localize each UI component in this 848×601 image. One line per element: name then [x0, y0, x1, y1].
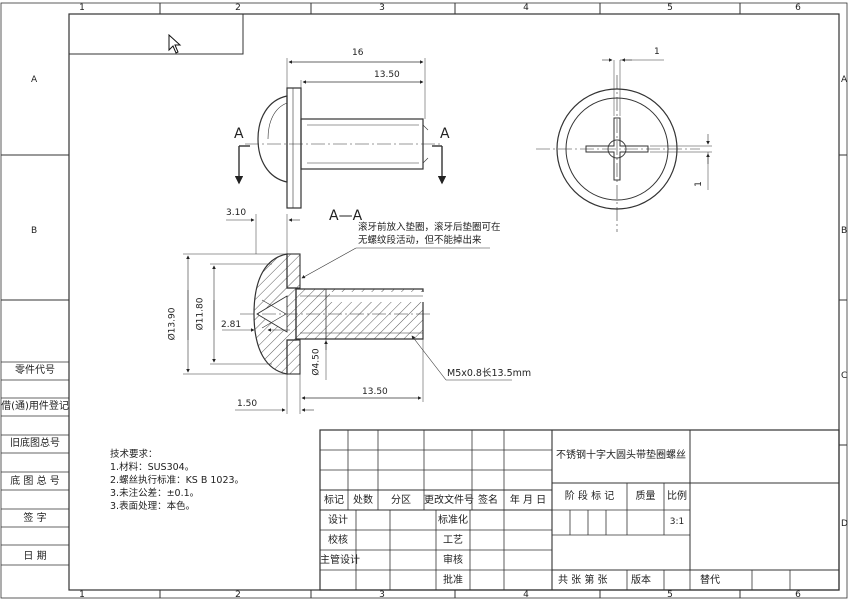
note-line-1: 滚牙前放入垫圈，滚牙后垫圈可在 — [358, 222, 501, 233]
note-line-2: 无螺纹段活动，但不能掉出来 — [358, 235, 482, 246]
tech-req-item: 3.表面处理：本色。 — [110, 501, 196, 512]
zone-right-a: A — [841, 75, 848, 85]
left-panel-part-code: 零件代号 — [15, 365, 55, 376]
zone-top-4: 4 — [523, 3, 529, 13]
cut-mark-left: A — [234, 126, 244, 142]
tech-req-item: 2.螺丝执行标准：KS B 1023。 — [110, 475, 245, 486]
left-panel-grid — [1, 361, 69, 566]
front-view — [234, 58, 447, 209]
zone-top-6: 6 — [795, 3, 801, 13]
tech-req-item: 3.未注公差：±0.1。 — [110, 488, 200, 499]
zone-bottom-5: 5 — [667, 590, 673, 600]
replace-label: 替代 — [700, 575, 720, 586]
mass-label: 质量 — [635, 491, 656, 502]
rev-header-sign: 签名 — [478, 495, 498, 506]
dim-overall: 16 — [352, 48, 364, 58]
dim-small-side: 1 — [693, 181, 704, 187]
row-standardization: 标准化 — [438, 515, 468, 526]
row-process: 工艺 — [443, 535, 463, 546]
zone-bottom-3: 3 — [379, 590, 385, 600]
mouse-cursor-icon — [168, 34, 182, 54]
rev-header-date: 年 月 日 — [509, 495, 547, 506]
scale-label: 比例 — [667, 491, 687, 502]
zone-left-a: A — [31, 75, 38, 85]
rev-header-doc: 更改文件号 — [424, 495, 474, 506]
zone-bottom-1: 1 — [79, 590, 85, 600]
left-panel-old-drawing: 旧底图总号 — [10, 438, 60, 449]
rev-header-count: 处数 — [353, 495, 373, 506]
cut-mark-right: A — [440, 126, 450, 142]
zone-bottom-6: 6 — [795, 590, 801, 600]
zone-right-c: C — [841, 371, 848, 381]
left-panel-signature: 签 字 — [23, 513, 47, 524]
sheet-info: 共 张 第 张 — [558, 575, 608, 586]
stage-label: 阶 段 标 记 — [564, 491, 615, 502]
left-panel-date: 日 期 — [23, 551, 47, 562]
scale-value: 3:1 — [669, 517, 685, 527]
row-review: 审核 — [443, 555, 463, 566]
zone-right-b: B — [841, 226, 848, 236]
zone-left-b: B — [31, 226, 38, 236]
section-view — [183, 214, 512, 414]
zone-bottom-2: 2 — [235, 590, 241, 600]
row-approve: 批准 — [443, 575, 463, 586]
row-design: 设计 — [328, 515, 348, 526]
rev-header-mark: 标记 — [324, 495, 344, 506]
zone-top-2: 2 — [235, 3, 241, 13]
left-panel-base-drawing: 底 图 总 号 — [10, 476, 60, 487]
rev-header-zone: 分区 — [391, 495, 411, 506]
zone-top-1: 1 — [79, 3, 85, 13]
dim-small-top: 1 — [654, 47, 660, 57]
tech-req-title: 技术要求： — [110, 449, 158, 460]
dim-depth: 2.81 — [221, 320, 242, 330]
part-name: 不锈钢十字大圆头带垫圈螺丝 — [556, 450, 686, 461]
row-check: 校核 — [328, 535, 348, 546]
dim-head-height: 3.10 — [226, 208, 247, 218]
zone-top-3: 3 — [379, 3, 385, 13]
dim-shank-bottom: 13.50 — [362, 387, 388, 397]
dim-washer-diameter: Ø11.80 — [195, 297, 206, 331]
dim-shank-diameter: Ø4.50 — [311, 348, 322, 376]
left-panel-borrowed: 借(通)用件登记 — [1, 401, 69, 412]
zone-top-5: 5 — [667, 3, 673, 13]
zone-bottom-4: 4 — [523, 590, 529, 600]
dim-thread: M5x0.8长13.5mm — [447, 368, 532, 379]
version-label: 版本 — [631, 575, 651, 586]
dim-head-diameter: Ø13.90 — [167, 307, 178, 341]
tech-req-item: 1.材料：SUS304。 — [110, 462, 195, 473]
dim-washer-thickness: 1.50 — [237, 399, 258, 409]
section-label: A—A — [329, 208, 363, 224]
title-block — [319, 429, 840, 591]
end-view — [536, 58, 712, 232]
zone-right-d: D — [841, 519, 848, 529]
row-chief-design: 主管设计 — [320, 555, 360, 566]
dim-shank-top: 13.50 — [374, 70, 400, 80]
